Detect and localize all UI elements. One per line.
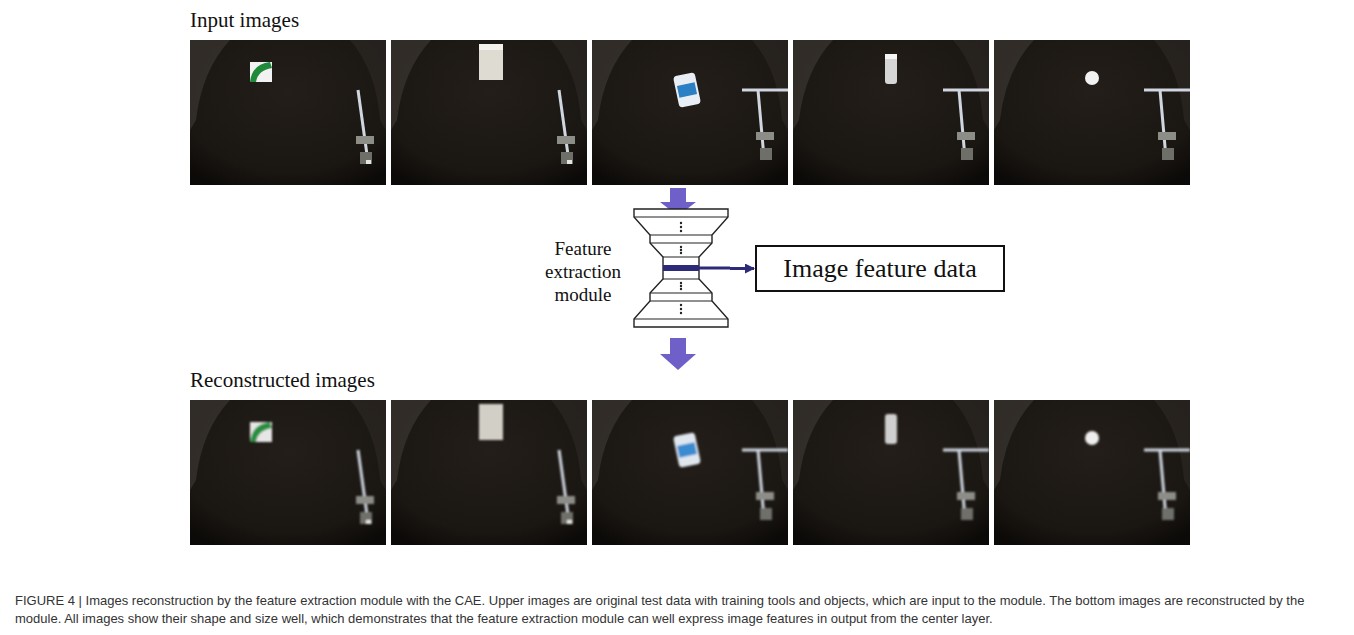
feature-line xyxy=(681,267,730,270)
image-part xyxy=(885,54,897,84)
layer-dot xyxy=(680,308,682,310)
output-box: Image feature data xyxy=(755,245,1005,292)
image-part xyxy=(250,62,272,82)
image-part xyxy=(885,54,897,59)
image-part xyxy=(742,450,788,520)
node-text: Feature extraction module xyxy=(536,237,630,306)
image-part xyxy=(1085,71,1099,85)
image-part xyxy=(592,400,788,545)
image-part xyxy=(943,90,989,160)
layer-dot xyxy=(680,282,682,284)
node-text: Image feature data xyxy=(783,253,976,284)
layer-line xyxy=(650,234,712,235)
layer-dot xyxy=(680,288,682,290)
reconstructed-image xyxy=(391,400,587,545)
image-part xyxy=(250,422,272,442)
image-part xyxy=(673,72,701,108)
image-part xyxy=(673,432,788,520)
image-part xyxy=(190,400,386,545)
image-part xyxy=(1085,431,1099,445)
input-image xyxy=(190,40,386,185)
flow-arrow xyxy=(658,338,698,372)
layer-dot xyxy=(680,252,682,254)
layer-line xyxy=(650,300,712,301)
image-part xyxy=(250,62,272,82)
layer-dot xyxy=(680,312,682,314)
module-block: Feature extraction module xyxy=(536,205,730,331)
layer-dot xyxy=(680,230,682,232)
layer-line xyxy=(634,216,728,217)
layer-dot xyxy=(680,285,682,287)
layer-line xyxy=(650,242,712,243)
image-part xyxy=(479,404,575,524)
image-part xyxy=(742,90,788,160)
image-part xyxy=(1144,450,1190,520)
reconstructed-image xyxy=(592,400,788,545)
image-part xyxy=(673,432,701,468)
input-image xyxy=(391,40,587,185)
image-part xyxy=(557,90,575,164)
input-image xyxy=(592,40,788,185)
reconstructed-image xyxy=(190,400,386,545)
image-part xyxy=(885,414,897,444)
image-part xyxy=(479,44,503,80)
image-part xyxy=(391,400,587,545)
image-part xyxy=(479,404,503,440)
image-part xyxy=(1144,90,1190,160)
input-image xyxy=(994,40,1190,185)
layer-line xyxy=(650,292,712,293)
image-part xyxy=(557,450,575,524)
input-image xyxy=(793,40,989,185)
image-part xyxy=(793,40,989,185)
layer-line xyxy=(663,278,699,279)
image-part xyxy=(250,422,272,442)
layer-dot xyxy=(680,249,682,251)
section-label: Input images xyxy=(190,8,299,33)
layer-dot xyxy=(680,222,682,224)
image-part xyxy=(943,450,989,520)
image-part xyxy=(660,338,696,370)
section-label: Reconstructed images xyxy=(190,368,375,393)
layer-line xyxy=(663,256,699,257)
layer-dot xyxy=(680,246,682,248)
image-part xyxy=(356,450,374,524)
layer-dot xyxy=(680,304,682,306)
image-part xyxy=(190,40,386,185)
layer-dot xyxy=(680,226,682,228)
reconstructed-image xyxy=(793,400,989,545)
image-part xyxy=(677,442,697,457)
image-part xyxy=(793,400,989,545)
image-part xyxy=(356,90,374,164)
image-part xyxy=(479,44,503,50)
feature-arrow xyxy=(730,267,754,270)
image-part xyxy=(250,422,374,524)
image-part xyxy=(391,40,587,185)
reconstructed-image xyxy=(994,400,1190,545)
layer-line xyxy=(634,318,728,319)
image-part xyxy=(677,82,697,97)
image-part xyxy=(994,400,1190,545)
image-part xyxy=(994,40,1190,185)
image-part xyxy=(592,40,788,185)
autoencoder-shape xyxy=(632,205,730,331)
image-part xyxy=(1085,431,1190,520)
figure-caption: FIGURE 4 | Images reconstruction by the … xyxy=(15,592,1340,628)
image-part xyxy=(885,414,989,520)
